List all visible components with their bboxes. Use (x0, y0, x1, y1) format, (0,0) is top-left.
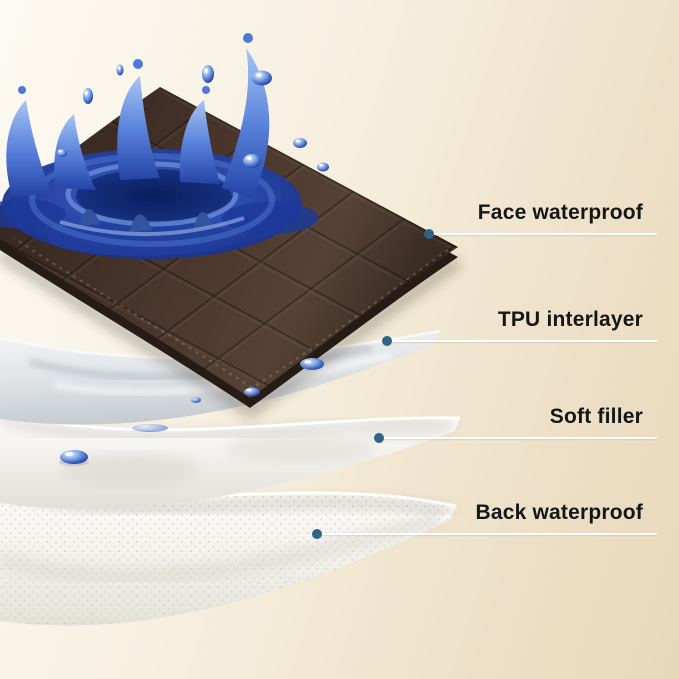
leader-line (382, 336, 657, 346)
pointer-dot (312, 529, 322, 539)
callout-face-waterproof: Face waterproof (424, 201, 657, 239)
callout-label-tpu-interlayer: TPU interlayer (497, 308, 643, 331)
water-droplets (57, 64, 329, 466)
callout-label-soft-filler: Soft filler (549, 405, 643, 428)
pointer-dot (382, 336, 392, 346)
face-layer-shadow (0, 248, 462, 420)
callout-label-face-waterproof: Face waterproof (477, 201, 643, 224)
callout-back-waterproof: Back waterproof (312, 501, 657, 539)
pointer-dot (374, 433, 384, 443)
pointer-dot (424, 229, 434, 239)
callout-soft-filler: Soft filler (374, 405, 657, 443)
water-splash (0, 33, 318, 259)
callout-tpu-interlayer: TPU interlayer (382, 308, 657, 346)
callout-label-back-waterproof: Back waterproof (475, 501, 643, 524)
leader-line (374, 433, 657, 443)
leader-line (424, 229, 657, 239)
leader-line (312, 529, 657, 539)
